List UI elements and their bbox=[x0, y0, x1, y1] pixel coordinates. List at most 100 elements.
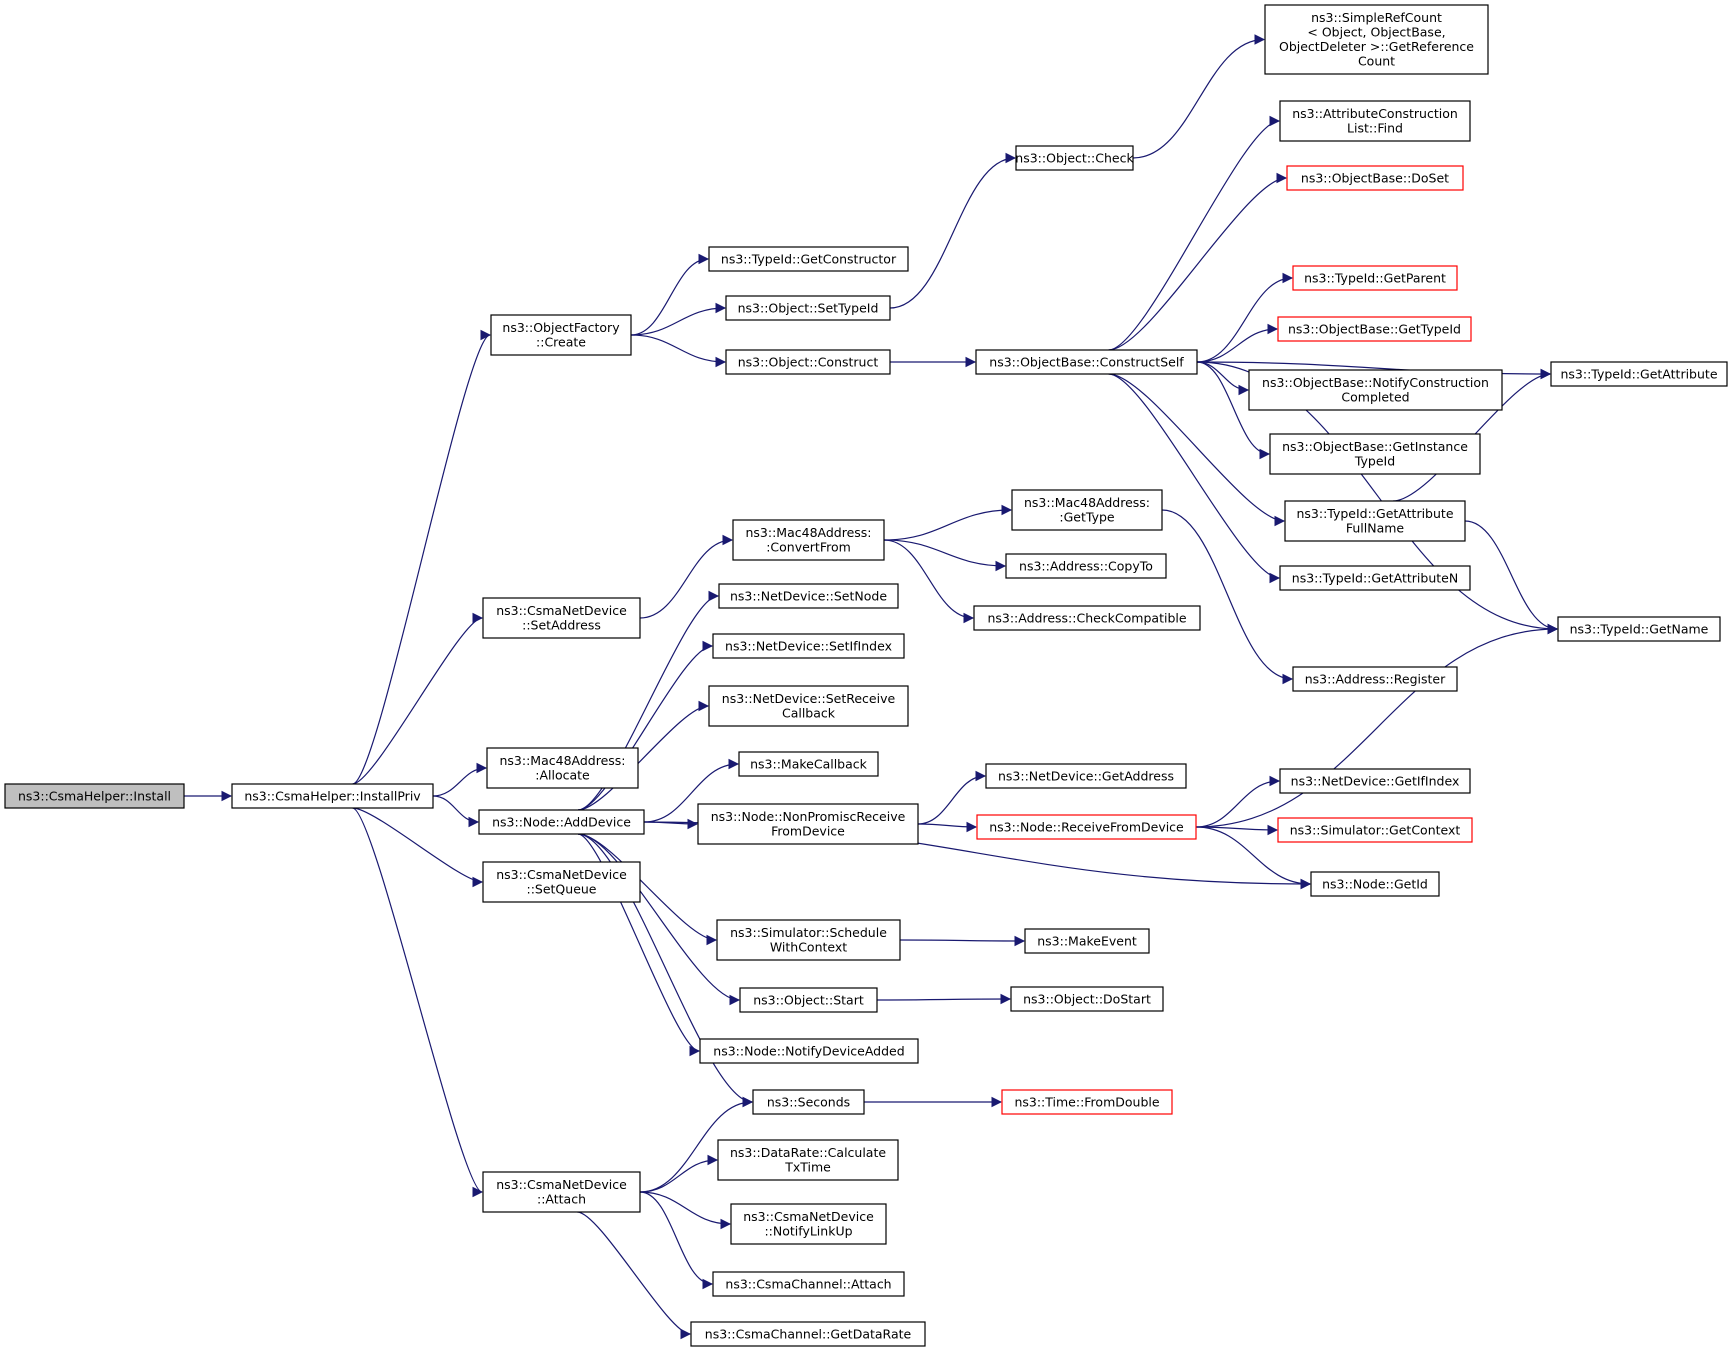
node-seconds[interactable]: ns3::Seconds bbox=[752, 1089, 865, 1115]
node-obj-construct[interactable]: ns3::Object::Construct bbox=[725, 349, 891, 375]
node-objfactory[interactable]: ns3::ObjectFactory::Create bbox=[490, 314, 632, 356]
node-label: < Object, ObjectBase, bbox=[1307, 25, 1445, 40]
node-makeevent[interactable]: ns3::MakeEvent bbox=[1024, 928, 1150, 954]
node-ob-doset[interactable]: ns3::ObjectBase::DoSet bbox=[1286, 165, 1464, 191]
node-label: ns3::AttributeConstruction bbox=[1292, 106, 1458, 121]
edge-ob-constructself-to-tid-getparent bbox=[1196, 272, 1294, 363]
node-label: ns3::ObjectFactory bbox=[502, 320, 620, 335]
node-addr-copyto[interactable]: ns3::Address::CopyTo bbox=[1005, 553, 1167, 579]
node-obj-check[interactable]: ns3::Object::Check bbox=[1015, 145, 1134, 171]
node-label: ns3::NetDevice::SetIfIndex bbox=[725, 638, 892, 653]
node-install[interactable]: ns3::CsmaHelper::Install bbox=[4, 783, 185, 809]
node-label: ns3::TypeId::GetAttribute bbox=[1560, 366, 1717, 381]
edge-obj-check-to-simplerefcount bbox=[1132, 34, 1266, 159]
node-box bbox=[1284, 500, 1466, 542]
node-box bbox=[1005, 553, 1167, 579]
node-label: ns3::Node::NotifyDeviceAdded bbox=[713, 1043, 904, 1058]
node-simplerefcount[interactable]: ns3::SimpleRefCount< Object, ObjectBase,… bbox=[1264, 4, 1489, 75]
node-label: ns3::Mac48Address: bbox=[745, 525, 871, 540]
node-addr-register[interactable]: ns3::Address::Register bbox=[1292, 666, 1458, 692]
node-label: :Allocate bbox=[535, 768, 590, 783]
node-node-recvfrom[interactable]: ns3::Node::ReceiveFromDevice bbox=[976, 814, 1197, 840]
node-label: ns3::CsmaChannel::GetDataRate bbox=[705, 1326, 912, 1341]
node-box bbox=[1310, 871, 1440, 897]
edge-csma-attach-to-chan-attach bbox=[639, 1191, 714, 1290]
node-node-getid[interactable]: ns3::Node::GetId bbox=[1310, 871, 1440, 897]
node-label: :GetType bbox=[1059, 510, 1115, 525]
node-obj-start[interactable]: ns3::Object::Start bbox=[739, 987, 878, 1013]
edge-node-recvfrom-to-sim-getctx bbox=[1195, 824, 1279, 836]
node-nd-getaddress[interactable]: ns3::NetDevice::GetAddress bbox=[985, 763, 1187, 789]
node-label: ObjectDeleter >::GetReference bbox=[1279, 39, 1474, 54]
node-label: ns3::Simulator::GetContext bbox=[1290, 822, 1461, 837]
node-csma-attach[interactable]: ns3::CsmaNetDevice::Attach bbox=[482, 1171, 641, 1213]
node-makecallback[interactable]: ns3::MakeCallback bbox=[738, 751, 879, 777]
node-mac-convert[interactable]: ns3::Mac48Address::ConvertFrom bbox=[732, 519, 885, 561]
node-ob-notifycc[interactable]: ns3::ObjectBase::NotifyConstructionCompl… bbox=[1248, 369, 1503, 411]
node-time-fromdouble[interactable]: ns3::Time::FromDouble bbox=[1001, 1089, 1173, 1115]
node-box bbox=[708, 246, 909, 272]
edge-mac-convert-to-mac-gettype bbox=[883, 504, 1013, 541]
node-obj-dostart[interactable]: ns3::Object::DoStart bbox=[1010, 986, 1164, 1012]
node-tid-getattrn[interactable]: ns3::TypeId::GetAttributeN bbox=[1279, 565, 1471, 591]
node-box bbox=[1557, 616, 1721, 642]
node-csma-linkup[interactable]: ns3::CsmaNetDevice::NotifyLinkUp bbox=[730, 1203, 887, 1245]
node-node-adddev[interactable]: ns3::Node::AddDevice bbox=[478, 809, 645, 835]
node-label: FullName bbox=[1346, 521, 1405, 536]
edge-node-recvfrom-to-node-getid bbox=[1195, 826, 1312, 890]
node-label: Count bbox=[1358, 54, 1395, 69]
node-label: TxTime bbox=[784, 1160, 831, 1175]
node-label: ns3::TypeId::GetConstructor bbox=[721, 251, 897, 266]
node-addr-checkcompat[interactable]: ns3::Address::CheckCompatible bbox=[973, 605, 1201, 631]
node-node-notify[interactable]: ns3::Node::NotifyDeviceAdded bbox=[699, 1038, 919, 1064]
node-nd-setifindex[interactable]: ns3::NetDevice::SetIfIndex bbox=[712, 633, 905, 659]
node-mac-alloc[interactable]: ns3::Mac48Address::Allocate bbox=[486, 747, 639, 789]
node-label: WithContext bbox=[770, 940, 847, 955]
node-box bbox=[482, 1171, 641, 1213]
node-label: ns3::TypeId::GetParent bbox=[1304, 270, 1446, 285]
node-mac-gettype[interactable]: ns3::Mac48Address::GetType bbox=[1011, 489, 1163, 531]
node-box bbox=[1292, 666, 1458, 692]
node-box bbox=[708, 685, 909, 727]
edge-mac-convert-to-addr-checkcompat bbox=[883, 539, 975, 624]
edge-objfactory-to-tid-getctor bbox=[630, 253, 710, 336]
node-box bbox=[718, 583, 899, 609]
node-box bbox=[752, 1089, 865, 1115]
node-ob-constructself[interactable]: ns3::ObjectBase::ConstructSelf bbox=[975, 349, 1198, 375]
node-label: ns3::ObjectBase::GetTypeId bbox=[1288, 321, 1461, 336]
node-ob-gettypeid[interactable]: ns3::ObjectBase::GetTypeId bbox=[1277, 316, 1472, 342]
node-csma-setqueue[interactable]: ns3::CsmaNetDevice::SetQueue bbox=[482, 861, 641, 903]
node-tid-getattr[interactable]: ns3::TypeId::GetAttribute bbox=[1550, 361, 1728, 387]
node-label: ns3::CsmaNetDevice bbox=[496, 867, 627, 882]
node-box bbox=[716, 919, 901, 961]
node-obj-settid[interactable]: ns3::Object::SetTypeId bbox=[725, 295, 891, 321]
node-box bbox=[482, 861, 641, 903]
edge-node-adddev-to-nd-setrecv bbox=[577, 700, 710, 811]
node-box bbox=[699, 1038, 919, 1064]
node-nd-setnode[interactable]: ns3::NetDevice::SetNode bbox=[718, 583, 899, 609]
node-tid-getparent[interactable]: ns3::TypeId::GetParent bbox=[1292, 265, 1458, 291]
node-installpriv[interactable]: ns3::CsmaHelper::InstallPriv bbox=[231, 783, 434, 809]
node-tid-getctor[interactable]: ns3::TypeId::GetConstructor bbox=[708, 246, 909, 272]
node-box bbox=[712, 1271, 905, 1297]
node-label: ns3::Mac48Address: bbox=[499, 753, 625, 768]
node-box bbox=[739, 987, 878, 1013]
node-label: ns3::Object::Start bbox=[753, 992, 864, 1007]
node-tid-getname[interactable]: ns3::TypeId::GetName bbox=[1557, 616, 1721, 642]
node-label: ::SetQueue bbox=[526, 882, 596, 897]
node-nd-getifindex[interactable]: ns3::NetDevice::GetIfIndex bbox=[1279, 768, 1471, 794]
node-label: ns3::Simulator::Schedule bbox=[730, 925, 887, 940]
edge-obj-settid-to-obj-check bbox=[889, 152, 1017, 309]
node-chan-attach[interactable]: ns3::CsmaChannel::Attach bbox=[712, 1271, 905, 1297]
node-chan-getdr[interactable]: ns3::CsmaChannel::GetDataRate bbox=[690, 1321, 926, 1347]
node-sim-getctx[interactable]: ns3::Simulator::GetContext bbox=[1277, 817, 1473, 843]
node-csma-setaddr[interactable]: ns3::CsmaNetDevice::SetAddress bbox=[482, 597, 641, 639]
